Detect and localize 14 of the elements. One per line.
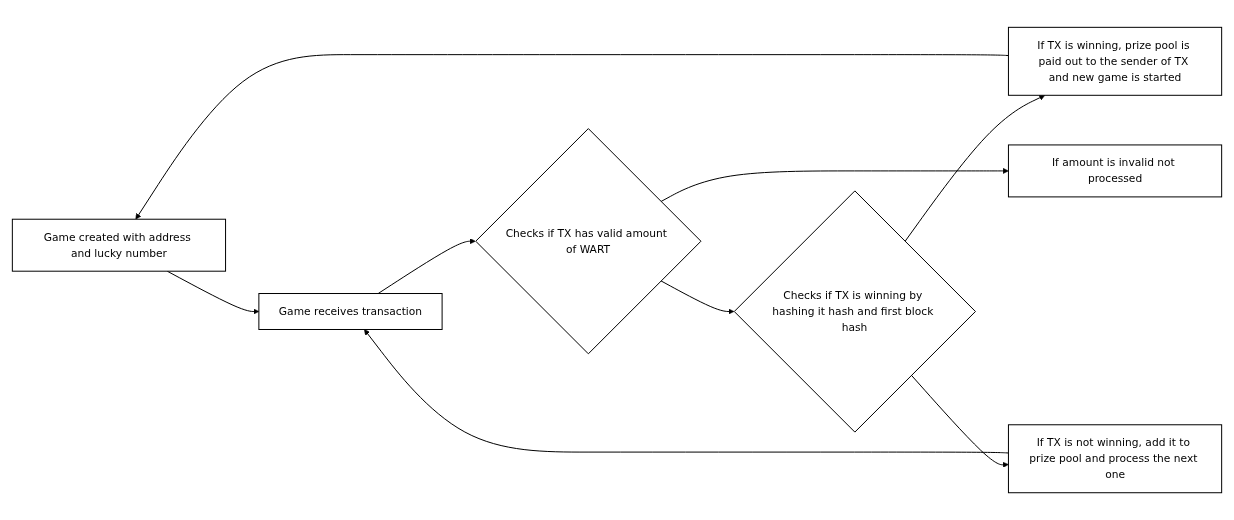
arrow <box>904 94 1046 242</box>
node-box: Game receives transaction <box>258 293 443 330</box>
arrow <box>364 329 1009 454</box>
node-diamond: Checks if TX is winning by hashing it hash and first block hash <box>733 190 976 433</box>
node-box: If TX is winning, prize pool is paid out to the sender of TX and new game is started <box>1007 26 1223 96</box>
node-box: If TX is not winning, add it to prize pool and process the next one <box>1007 424 1223 494</box>
arrow <box>660 167 1009 202</box>
arrow <box>660 280 735 315</box>
node-box: Game created with address and lucky number <box>11 218 227 272</box>
arrow <box>910 374 1009 468</box>
arrow <box>135 54 1009 220</box>
node-box: If amount is invalid not processed <box>1007 144 1223 198</box>
arrow <box>377 238 476 294</box>
node-diamond: Checks if TX has valid amount of WART <box>475 128 702 355</box>
